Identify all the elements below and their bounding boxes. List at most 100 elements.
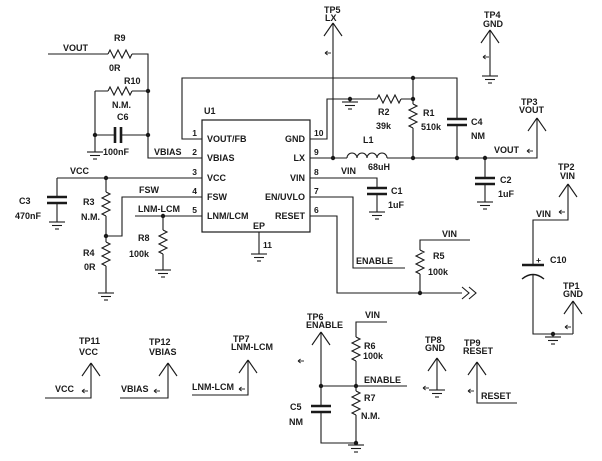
ic-pin-num-8: 8 <box>314 167 319 177</box>
tp12-net: VBIAS <box>149 347 177 357</box>
value-c6: 100nF <box>103 147 130 157</box>
ic-pin-num-3: 3 <box>192 167 197 177</box>
capacitor-C10 <box>521 263 545 280</box>
ref-c10: C10 <box>550 255 567 265</box>
value-r9: 0R <box>109 63 121 73</box>
ic-pin-name-enuvlo: EN/UVLO <box>265 192 305 202</box>
tp5-ref: TP5 <box>324 5 341 15</box>
tp4-net: GND <box>483 19 504 29</box>
ic-ep-label: EP <box>253 221 265 231</box>
value-l1: 68uH <box>368 162 390 172</box>
value-c2: 1uF <box>498 189 515 199</box>
tp7-net: LNM-LCM <box>231 342 273 352</box>
net-label-reset-stub: RESET <box>481 391 512 401</box>
ic-pin-num-5: 5 <box>192 205 197 215</box>
net-label-vbias-stub: VBIAS <box>121 384 149 394</box>
capacitor-symbols <box>47 117 545 414</box>
ref-c1: C1 <box>391 186 403 196</box>
capacitor-C4 <box>447 117 467 127</box>
ref-r8: R8 <box>138 233 150 243</box>
wire-vin-en-reset <box>310 177 470 294</box>
net-label-vout-rail: VOUT <box>494 145 520 155</box>
net-label-lnmlcm-pin: LNM-LCM <box>138 204 180 214</box>
ic-pin-num-6: 6 <box>314 205 319 215</box>
ref-l1: L1 <box>363 135 374 145</box>
value-c1: 1uF <box>388 200 405 210</box>
tp2-ref: TP2 <box>558 162 575 172</box>
value-r5: 100k <box>428 267 449 277</box>
ic-ref: U1 <box>204 106 216 116</box>
ic-pin-name-vin: VIN <box>290 173 305 183</box>
ic-pin-num-2: 2 <box>192 147 197 157</box>
ref-c2: C2 <box>500 175 512 185</box>
value-r7: N.M. <box>361 411 380 421</box>
ic-pin-name-gnd: GND <box>285 134 306 144</box>
ic-body <box>201 119 311 233</box>
ic-pin-name-lx: LX <box>293 153 305 163</box>
net-label-vin-pin8: VIN <box>341 166 356 176</box>
ref-r6: R6 <box>364 341 376 351</box>
ic-pin-name-vbias: VBIAS <box>207 153 235 163</box>
ref-r9: R9 <box>114 33 126 43</box>
ic-ep-pin-num: 11 <box>263 240 272 250</box>
tp11-ref: TP11 <box>79 336 100 346</box>
net-label-vin-r6: VIN <box>365 310 380 320</box>
ic-pin-num-10: 10 <box>314 128 324 138</box>
tp12-ref: TP12 <box>149 337 171 347</box>
tp6-net: ENABLE <box>306 320 343 330</box>
ref-r7: R7 <box>364 393 376 403</box>
ic-pin-num-9: 9 <box>314 147 319 157</box>
tp2-net: VIN <box>560 171 575 181</box>
ref-c4: C4 <box>471 117 483 127</box>
inductor-L1 <box>346 152 388 159</box>
tp3-ref: TP3 <box>521 97 538 107</box>
capacitor-C5 <box>311 404 331 414</box>
polarity-c10: + <box>536 255 541 265</box>
ref-r10: R10 <box>124 76 141 86</box>
ref-c6: C6 <box>117 112 129 122</box>
net-label-lnmlcm-stub: LNM-LCM <box>192 382 234 392</box>
capacitor-C6 <box>113 127 123 143</box>
value-r8: 100k <box>129 249 150 259</box>
ref-c5: C5 <box>290 402 302 412</box>
wire-voutfb-sense <box>181 77 458 140</box>
value-r6: 100k <box>363 351 384 361</box>
value-r10: N.M. <box>112 100 131 110</box>
value-c3: 470nF <box>15 211 42 221</box>
ref-r5: R5 <box>433 251 445 261</box>
net-label-vout-feed: VOUT <box>63 43 89 53</box>
wire-vcc-left <box>56 177 202 293</box>
ic-pin-name-lnmlcm: LNM/LCM <box>207 211 249 221</box>
tp9-ref: TP9 <box>464 338 481 348</box>
ic-pin-name-reset: RESET <box>275 211 306 221</box>
tp1-ref: TP1 <box>563 281 580 291</box>
tp4-ref: TP4 <box>484 10 501 20</box>
tp9-net: RESET <box>463 346 494 356</box>
net-label-vcc-rail: VCC <box>70 166 90 176</box>
net-label-vbias-pin: VBIAS <box>154 147 182 157</box>
ic-pin-name-fsw: FSW <box>207 192 228 202</box>
net-label-vin-tp2: VIN <box>536 209 551 219</box>
wire-lx-vout-rail <box>310 23 538 202</box>
ic-pin-num-7: 7 <box>314 186 319 196</box>
capacitor-C1 <box>367 186 387 196</box>
value-c4: NM <box>471 131 485 141</box>
net-label-enable-pin7: ENABLE <box>356 256 393 266</box>
ref-r1: R1 <box>423 108 435 118</box>
capacitor-C3 <box>47 195 67 205</box>
value-r2: 39k <box>376 121 392 131</box>
ref-r4: R4 <box>83 248 95 258</box>
ref-r3: R3 <box>83 197 95 207</box>
ref-r2: R2 <box>378 107 390 117</box>
capacitor-C2 <box>475 176 495 186</box>
value-r3: N.M. <box>81 212 100 222</box>
tp5-net: LX <box>325 13 337 23</box>
tp8-ref: TP8 <box>425 335 442 345</box>
tp3-net: VOUT <box>519 105 545 115</box>
net-label-vin-r5: VIN <box>442 229 457 239</box>
ic-pin-num-1: 1 <box>192 128 197 138</box>
value-c5: NM <box>289 417 303 427</box>
